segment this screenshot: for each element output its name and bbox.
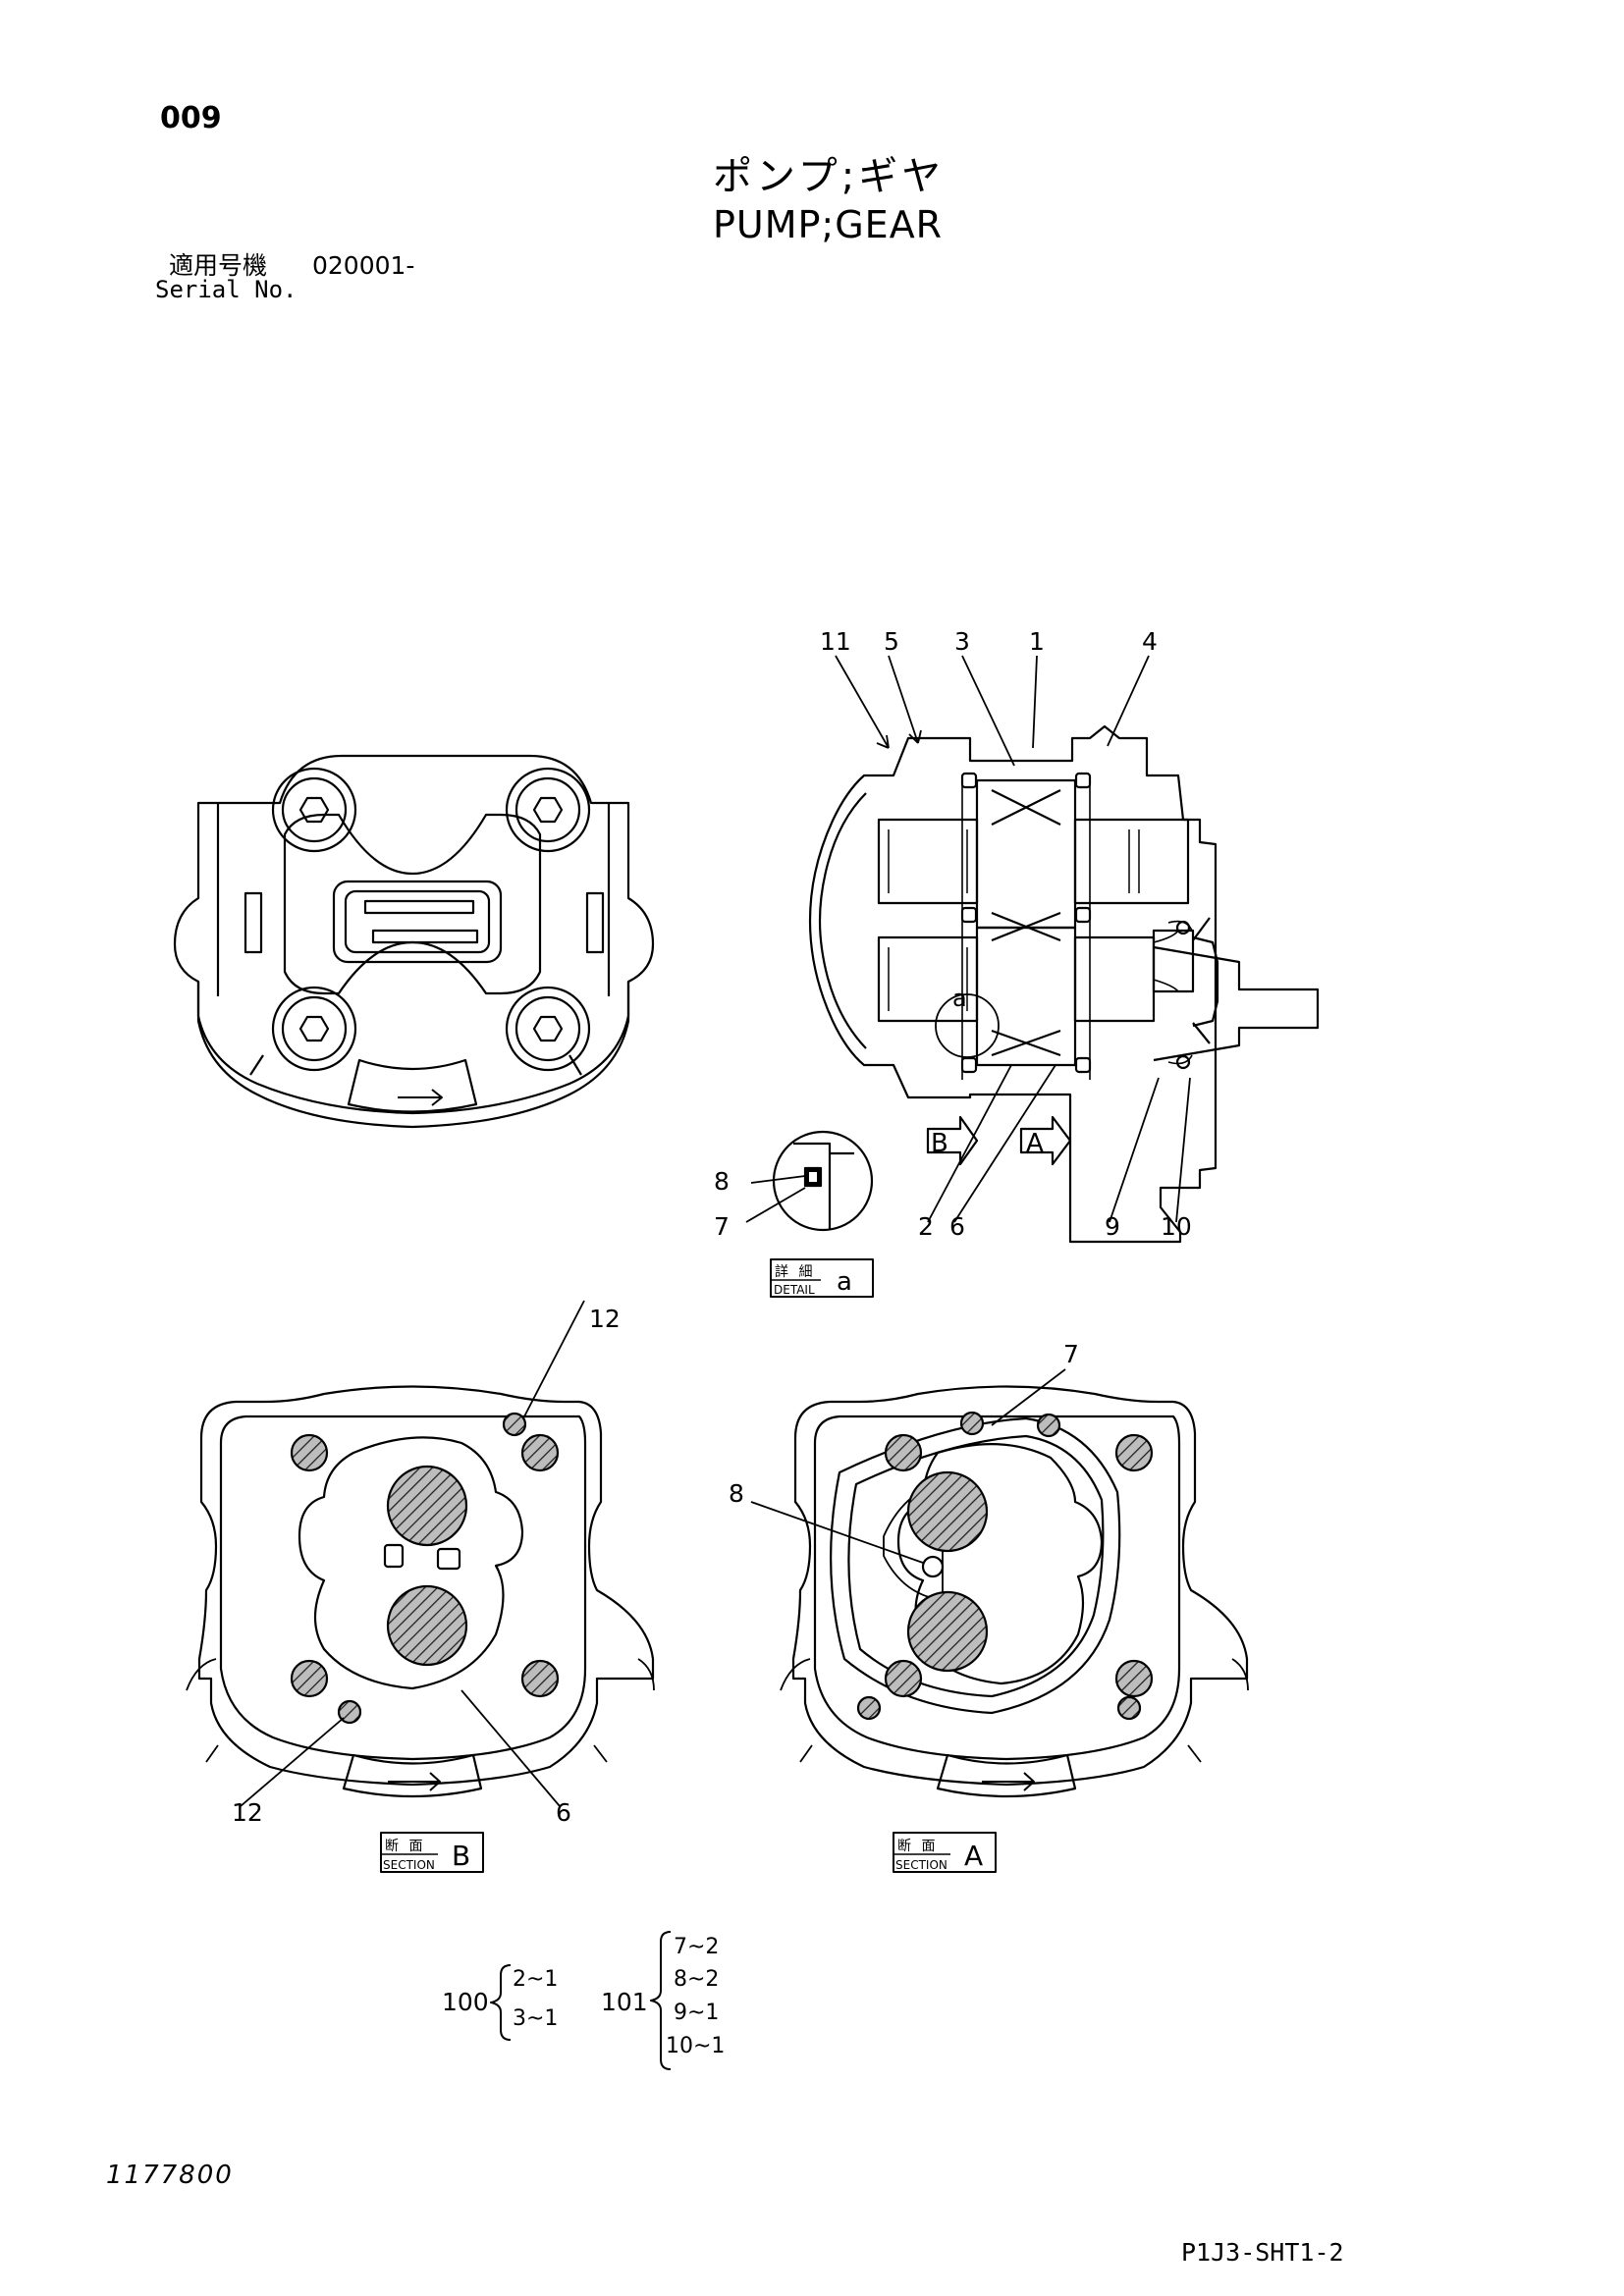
view-arrow-a — [1019, 1115, 1072, 1166]
detail-tag-letter: a — [837, 1267, 852, 1297]
callout-5: 5 — [884, 627, 899, 656]
section-a-tag-jp: 断 面 — [897, 1839, 938, 1854]
bolt-head — [271, 986, 357, 1072]
section-b-tag-jp: 断 面 — [385, 1839, 425, 1854]
assembly-101-item: 8~2 — [674, 1967, 719, 1992]
callout-8-section-a: 8 — [729, 1479, 744, 1508]
callout-1: 1 — [1029, 627, 1045, 656]
sheet-id: P1J3-SHT1-2 — [1181, 2238, 1344, 2267]
section-b-tag-en: SECTION — [383, 1858, 435, 1872]
view-marker-b: B — [931, 1129, 948, 1158]
serial-label-japanese: 適用号機 — [169, 251, 268, 280]
serial-value: 020001- — [312, 251, 415, 280]
bolt-head — [271, 767, 357, 853]
section-a-tag-en: SECTION — [895, 1858, 947, 1872]
bolt-head — [505, 986, 591, 1072]
callout-2: 2 — [918, 1212, 934, 1241]
section-b-tag-letter: B — [452, 1840, 470, 1872]
section-a-tag-letter: A — [964, 1840, 983, 1872]
assembly-braces — [490, 1931, 672, 2070]
title-english: PUMP;GEAR — [713, 203, 944, 246]
callout-9: 9 — [1105, 1212, 1120, 1241]
assembly-100-item: 2~1 — [513, 1967, 558, 1992]
leader-lines — [835, 655, 1191, 1223]
detail-tag-en: DETAIL — [774, 1283, 815, 1297]
assembly-101-item: 7~2 — [674, 1935, 719, 1959]
view-arrow-b — [926, 1115, 979, 1166]
callout-8: 8 — [714, 1167, 730, 1196]
bolt-head — [505, 767, 591, 853]
callout-7-section-a: 7 — [1063, 1340, 1079, 1368]
callout-4: 4 — [1142, 627, 1158, 656]
document-number: 1177800 — [106, 2161, 234, 2190]
callout-7: 7 — [714, 1212, 730, 1241]
section-a-view — [750, 1368, 1249, 1873]
assembly-100-id: 100 — [442, 1988, 489, 2016]
pump-side-section — [808, 724, 1320, 1244]
callout-a: a — [952, 985, 967, 1012]
title-japanese: ポンプ;ギヤ — [713, 154, 946, 199]
serial-label-english: Serial No. — [155, 276, 298, 303]
assembly-100-item: 3~1 — [513, 2006, 558, 2031]
callout-3: 3 — [954, 627, 970, 656]
callout-10: 10 — [1161, 1212, 1192, 1241]
assembly-101-item: 9~1 — [674, 2001, 719, 2025]
callout-11: 11 — [820, 627, 851, 656]
callout-6-section-b: 6 — [556, 1798, 571, 1827]
callout-12-top: 12 — [589, 1305, 621, 1333]
assembly-101-item: 10~1 — [666, 2034, 725, 2058]
assembly-101-id: 101 — [601, 1988, 648, 2016]
callout-6: 6 — [949, 1212, 965, 1241]
detail-a-view — [745, 1130, 874, 1298]
pump-front-view — [173, 754, 655, 1129]
callout-12-bottom: 12 — [232, 1798, 263, 1827]
section-b-view — [186, 1300, 655, 1873]
detail-tag-jp: 詳 細 — [775, 1264, 815, 1280]
view-marker-a: A — [1026, 1129, 1044, 1158]
page-number: 009 — [160, 101, 222, 135]
